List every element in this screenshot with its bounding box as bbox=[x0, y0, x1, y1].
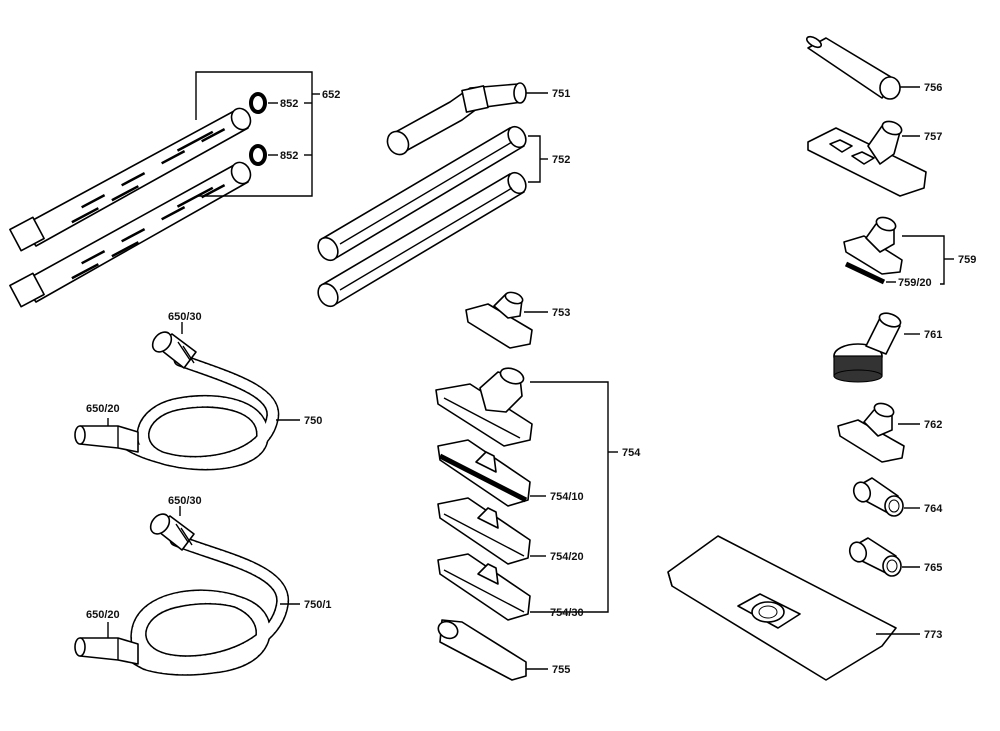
extension-tube-652-upper bbox=[9, 107, 252, 252]
label-650-20-upper: 650/20 bbox=[86, 403, 120, 415]
bracket-652 bbox=[195, 71, 320, 197]
label-759-20: 759/20 bbox=[898, 277, 932, 289]
adapter-764 bbox=[852, 477, 904, 517]
label-852-upper: 852 bbox=[280, 98, 298, 110]
nozzle-753 bbox=[465, 291, 533, 349]
floor-nozzle-754 bbox=[435, 367, 533, 447]
o-ring-852-lower bbox=[249, 144, 267, 166]
label-652: 652 bbox=[322, 89, 340, 101]
small-nozzle-762 bbox=[837, 402, 905, 463]
adapter-765 bbox=[848, 537, 902, 577]
label-650-30-lower: 650/30 bbox=[168, 495, 202, 507]
label-754: 754 bbox=[622, 447, 641, 459]
hose-cuff-650-30-upper bbox=[151, 331, 197, 369]
label-765: 765 bbox=[924, 562, 942, 574]
handle-elbow-751 bbox=[386, 82, 527, 156]
label-753: 753 bbox=[552, 307, 570, 319]
extension-tube-652-lower bbox=[9, 161, 252, 308]
label-750-1: 750/1 bbox=[304, 599, 332, 611]
label-762: 762 bbox=[924, 419, 942, 431]
label-759: 759 bbox=[958, 254, 976, 266]
brush-strip-759-20 bbox=[844, 261, 886, 285]
hose-cuff-650-20-upper bbox=[74, 425, 139, 453]
label-750: 750 bbox=[304, 415, 322, 427]
o-ring-852-upper bbox=[249, 92, 267, 114]
label-761: 761 bbox=[924, 329, 942, 341]
suction-tube-752-upper bbox=[317, 125, 527, 262]
squeegee-insert-754-30 bbox=[437, 553, 531, 621]
crevice-tool-756 bbox=[805, 35, 901, 100]
label-756: 756 bbox=[924, 82, 942, 94]
squeegee-insert-754-20 bbox=[437, 497, 531, 565]
label-751: 751 bbox=[552, 88, 570, 100]
label-754-10: 754/10 bbox=[550, 491, 584, 503]
hose-cuff-650-20-lower bbox=[74, 637, 139, 665]
suction-tube-752-lower bbox=[317, 171, 527, 308]
suction-hose-750-1 bbox=[121, 533, 289, 676]
label-755: 755 bbox=[552, 664, 570, 676]
hose-cuff-650-30-lower bbox=[149, 513, 195, 551]
crevice-nozzle-755 bbox=[437, 619, 527, 681]
small-floor-nozzle-759 bbox=[843, 216, 903, 275]
squeegee-insert-754-10 bbox=[437, 439, 531, 507]
suction-hose-750 bbox=[121, 353, 280, 471]
label-773: 773 bbox=[924, 629, 942, 641]
upholstery-nozzle-757 bbox=[807, 120, 927, 197]
label-852-lower: 852 bbox=[280, 150, 298, 162]
label-764: 764 bbox=[924, 503, 943, 515]
label-752: 752 bbox=[552, 154, 570, 166]
label-650-20-lower: 650/20 bbox=[86, 609, 120, 621]
label-650-30-upper: 650/30 bbox=[168, 311, 202, 323]
label-757: 757 bbox=[924, 131, 942, 143]
dusting-brush-761 bbox=[833, 312, 902, 383]
filter-bag-773 bbox=[667, 535, 897, 681]
label-754-30: 754/30 bbox=[550, 607, 584, 619]
label-754-20: 754/20 bbox=[550, 551, 584, 563]
